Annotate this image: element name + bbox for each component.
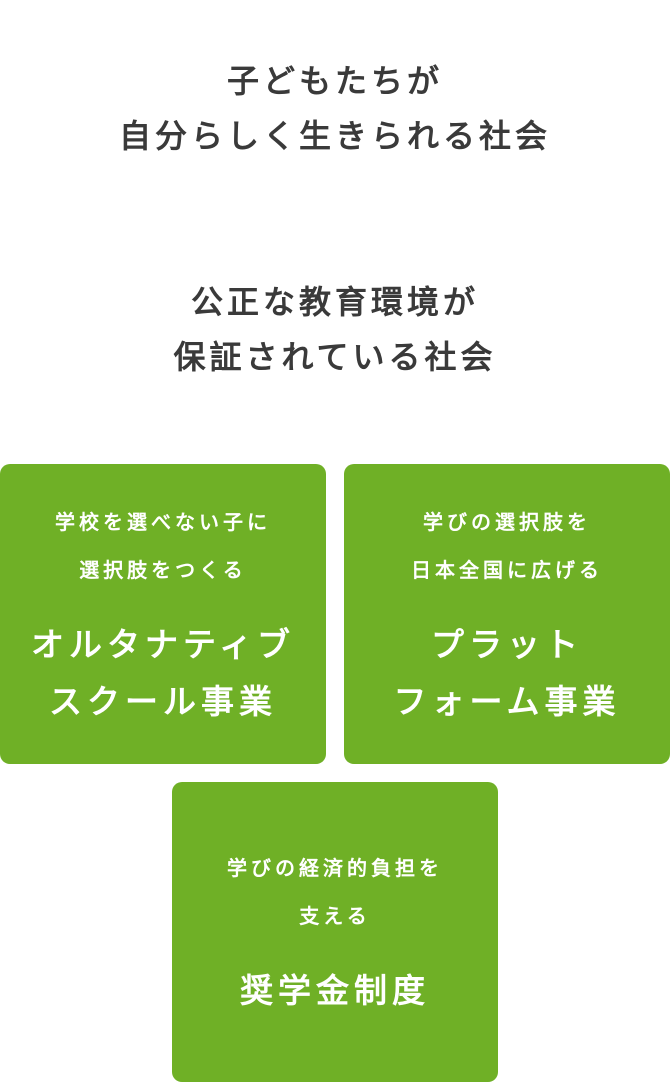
card-title: オルタナティブ スクール事業	[0, 616, 326, 730]
card-subtitle-line: 支える	[299, 904, 371, 928]
card-subtitle: 学びの経済的負担を 支える	[172, 844, 498, 940]
card-platform[interactable]: 学びの選択肢を 日本全国に広げる プラット フォーム事業	[344, 464, 670, 764]
card-title: 奨学金制度	[172, 962, 498, 1019]
card-subtitle-line: 選択肢をつくる	[79, 558, 247, 582]
vision-heading-line: 子どもたちが	[226, 61, 443, 100]
card-title-line: フォーム事業	[393, 682, 621, 721]
card-title-line: スクール事業	[49, 682, 277, 721]
card-subtitle-line: 学校を選べない子に	[55, 510, 271, 534]
card-subtitle: 学校を選べない子に 選択肢をつくる	[0, 498, 326, 594]
card-subtitle: 学びの選択肢を 日本全国に広げる	[344, 498, 670, 594]
card-title-line: オルタナティブ	[30, 625, 296, 664]
card-alternative-school[interactable]: 学校を選べない子に 選択肢をつくる オルタナティブ スクール事業	[0, 464, 326, 764]
card-subtitle-line: 学びの経済的負担を	[227, 856, 443, 880]
vision-heading-education: 公正な教育環境が 保証されている社会	[0, 275, 670, 385]
vision-heading-line: 公正な教育環境が	[190, 282, 479, 321]
vision-heading-line: 自分らしく生きられる社会	[118, 116, 551, 155]
card-subtitle-line: 日本全国に広げる	[411, 558, 603, 582]
vision-heading-children: 子どもたちが 自分らしく生きられる社会	[0, 54, 670, 164]
card-title: プラット フォーム事業	[344, 616, 670, 730]
card-scholarship[interactable]: 学びの経済的負担を 支える 奨学金制度	[172, 782, 498, 1082]
vision-heading-line: 保証されている社会	[173, 337, 497, 376]
card-subtitle-line: 学びの選択肢を	[423, 510, 591, 534]
card-title-line: プラット	[431, 625, 583, 664]
card-title-line: 奨学金制度	[240, 971, 430, 1010]
